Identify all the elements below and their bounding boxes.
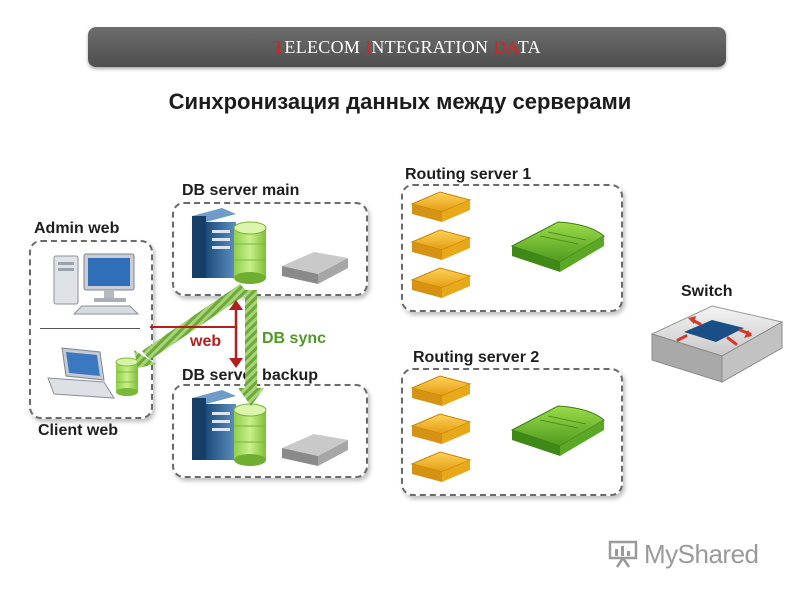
admin-web-label: Admin web — [34, 220, 120, 237]
router-icon — [410, 451, 472, 482]
db-sync-arrow — [134, 284, 248, 368]
server-tower-icon — [192, 390, 236, 460]
client-web-label: Client web — [38, 422, 119, 439]
web-link-arrow — [150, 300, 243, 368]
router-icon — [410, 191, 472, 222]
desktop-computer-icon — [53, 253, 140, 315]
modem-icon — [282, 434, 348, 466]
router-icon — [410, 413, 472, 444]
switch-label: Switch — [681, 283, 733, 300]
routing1-label: Routing server 1 — [405, 166, 532, 183]
database-icon — [233, 403, 267, 466]
routing2-label: Routing server 2 — [413, 349, 540, 366]
router-icon — [510, 405, 605, 456]
header-bar: TELECOM INTEGRATION DATA — [88, 27, 726, 67]
page-title: Синхронизация данных между серверами — [168, 89, 632, 114]
laptop-icon — [47, 347, 115, 399]
admin-client-divider — [40, 328, 140, 329]
db-sync-label: DB sync — [262, 330, 327, 347]
header-segment: ELECOM — [284, 37, 366, 57]
header-segment: TA — [517, 37, 541, 57]
header-segment: I — [365, 37, 372, 57]
modem-icon — [282, 252, 348, 284]
watermark: MyShared — [608, 536, 759, 572]
database-icon — [233, 221, 267, 284]
router-icon — [410, 267, 472, 298]
router-icon — [410, 375, 472, 406]
header-segment: T — [273, 37, 285, 57]
router-icon — [410, 229, 472, 260]
db-main-label: DB server main — [182, 182, 300, 199]
router-icon — [510, 221, 605, 272]
network-switch-icon — [650, 305, 784, 383]
web-link-label: web — [190, 333, 222, 350]
header-segment: NTEGRATION — [371, 37, 494, 57]
presentation-board-icon — [608, 540, 638, 568]
watermark-text: MyShared — [644, 538, 759, 569]
server-tower-icon — [192, 208, 236, 278]
database-icon — [115, 357, 139, 396]
db-sync-arrow — [238, 290, 264, 406]
header-segment: DA — [493, 37, 518, 57]
